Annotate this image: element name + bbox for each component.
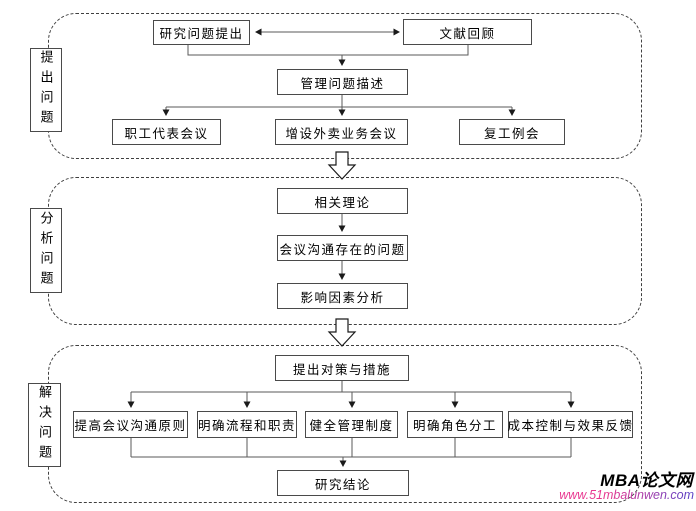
box-takeout-meeting: 增设外卖业务会议 <box>275 119 408 145</box>
box-conclusion: 研究结论 <box>277 470 409 496</box>
box-countermeasures: 提出对策与措施 <box>275 355 409 381</box>
box-role-division: 明确角色分工 <box>407 411 503 438</box>
box-process-duties: 明确流程和职责 <box>197 411 297 438</box>
watermark-url: www.51mbalunwen.com <box>559 488 694 502</box>
section-label-solve-problem: 解决问题 <box>28 383 61 467</box>
box-related-theory: 相关理论 <box>277 188 408 214</box>
box-communication-principles: 提高会议沟通原则 <box>73 411 188 438</box>
box-research-question: 研究问题提出 <box>153 20 250 45</box>
box-management-system: 健全管理制度 <box>305 411 398 438</box>
box-cost-feedback: 成本控制与效果反馈 <box>508 411 633 438</box>
box-literature-review: 文献回顾 <box>403 19 532 45</box>
watermark-brand: MBA论文网 <box>600 471 693 490</box>
section-label-analyze-problem: 分析问题 <box>30 208 62 293</box>
box-communication-problems: 会议沟通存在的问题 <box>277 235 408 261</box>
box-problem-description: 管理问题描述 <box>277 69 408 95</box>
box-resumption-meeting: 复工例会 <box>459 119 565 145</box>
box-factor-analysis: 影响因素分析 <box>277 283 408 309</box>
box-staff-rep-meeting: 职工代表会议 <box>112 119 221 145</box>
section-label-raise-problem: 提出问题 <box>30 48 62 132</box>
